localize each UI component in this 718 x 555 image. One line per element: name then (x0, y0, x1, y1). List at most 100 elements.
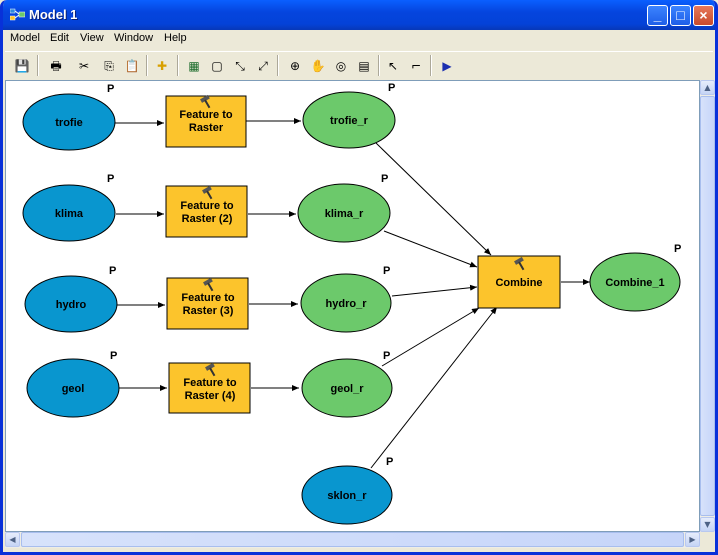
tool-feature-to-raster-2-label-2: Raster (2) (182, 213, 233, 225)
tool-feature-to-raster-label-2: Raster (189, 122, 224, 134)
parameter-marker: P (110, 350, 117, 362)
hammer-icon (200, 94, 211, 109)
tool-feature-to-raster-4-label-1: Feature to (183, 377, 236, 389)
menu-help[interactable]: Help (164, 32, 187, 44)
output-hydro-r[interactable]: hydro_r (300, 273, 392, 333)
add-data-button[interactable]: ✚ (151, 55, 173, 77)
output-combine-1[interactable]: Combine_1 (589, 252, 681, 312)
output-combine-1-label: Combine_1 (605, 277, 664, 289)
title-bar[interactable]: Model 1 _ □ × (3, 0, 715, 30)
input-klima[interactable]: klima (22, 184, 116, 242)
output-klima-r[interactable]: klima_r (297, 183, 391, 243)
print-button[interactable]: 🖶 (45, 55, 67, 77)
scroll-right-button[interactable]: ▶ (685, 532, 700, 547)
grid-button[interactable]: ▤ (353, 55, 375, 77)
paste-button[interactable]: 📋 (121, 55, 143, 77)
menu-view[interactable]: View (80, 32, 104, 44)
parameter-marker: P (383, 265, 390, 277)
scroll-down-button[interactable]: ▼ (700, 517, 715, 532)
toolbar-separator (277, 55, 279, 76)
auto-layout-button[interactable]: ▦ (183, 55, 205, 77)
output-combine-1-shape (589, 252, 681, 312)
maximize-button[interactable]: □ (670, 5, 691, 26)
zoom-in-fixed-button[interactable]: ⤡ (229, 55, 251, 77)
zoom-to-selection-button[interactable]: ◎ (330, 55, 352, 77)
tool-combine-label: Combine (495, 277, 542, 289)
tool-feature-to-raster-3[interactable]: Feature to Raster (3) (166, 277, 249, 330)
zoom-to-selection-icon: ◎ (335, 59, 347, 73)
tool-feature-to-raster-label-1: Feature to (179, 109, 232, 121)
input-hydro[interactable]: hydro (24, 275, 118, 333)
output-trofie-r-label: trofie_r (330, 115, 369, 127)
toolbar: 💾 🖶 ✂ ⎘ 📋 ✚ ▦ ▢ ⤡ ⤢ ⊕ ✋ ◎ ▤ ↖ ⌐ ▶ (5, 51, 713, 81)
tool-feature-to-raster-shape (165, 95, 247, 148)
model-canvas[interactable]: trofie klima hydro geol sklon_r Fea (5, 80, 700, 532)
input-geol[interactable]: geol (26, 358, 120, 418)
toolbar-separator (177, 55, 179, 76)
parameter-marker: P (383, 350, 390, 362)
save-button[interactable]: 💾 (11, 55, 33, 77)
arrow-up-icon: ▲ (704, 83, 711, 92)
output-trofie-r[interactable]: trofie_r (302, 91, 396, 149)
output-geol-r-shape (301, 358, 393, 418)
full-extent-button[interactable]: ▢ (206, 55, 228, 77)
tool-feature-to-raster-4[interactable]: Feature to Raster (4) (168, 362, 251, 414)
input-geol-shape (26, 358, 120, 418)
minimize-button[interactable]: _ (647, 5, 668, 26)
copy-button[interactable]: ⎘ (98, 55, 120, 77)
input-sklon-r-label: sklon_r (327, 490, 367, 502)
run-button[interactable]: ▶ (436, 55, 458, 77)
menu-window[interactable]: Window (114, 32, 154, 44)
parameter-marker: P (107, 83, 114, 95)
tool-feature-to-raster-2-shape (165, 185, 248, 238)
tool-feature-to-raster-3-shape (166, 277, 249, 330)
connectors (115, 118, 590, 469)
copy-icon: ⎘ (104, 59, 114, 73)
horizontal-scrollbar[interactable]: ◀ ▶ (5, 532, 700, 548)
tool-feature-to-raster-2[interactable]: Feature to Raster (2) (165, 185, 248, 238)
hammer-icon (514, 256, 525, 271)
tool-feature-to-raster[interactable]: Feature to Raster (165, 94, 247, 148)
model-diagram: trofie klima hydro geol sklon_r Fea (22, 82, 681, 525)
hammer-icon (202, 185, 213, 200)
minimize-icon: _ (653, 7, 662, 23)
zoom-in-fixed-icon: ⤡ (235, 59, 245, 73)
scroll-up-button[interactable]: ▲ (700, 80, 715, 95)
parameter-marker: P (386, 456, 393, 468)
output-klima-r-shape (297, 183, 391, 243)
horizontal-scroll-thumb[interactable] (21, 532, 684, 547)
toolbar-separator (378, 55, 380, 76)
cut-button[interactable]: ✂ (73, 55, 95, 77)
vertical-scroll-thumb[interactable] (700, 96, 715, 516)
select-button[interactable]: ↖ (382, 55, 404, 77)
zoom-in-button[interactable]: ⊕ (284, 55, 306, 77)
menu-edit[interactable]: Edit (50, 32, 69, 44)
auto-layout-icon: ▦ (188, 59, 200, 73)
close-icon: × (699, 7, 708, 23)
zoom-out-fixed-button[interactable]: ⤢ (252, 55, 274, 77)
output-trofie-r-shape (302, 91, 396, 149)
output-geol-r[interactable]: geol_r (301, 358, 393, 418)
save-icon: 💾 (14, 59, 30, 73)
window-title: Model 1 (29, 7, 78, 22)
input-hydro-shape (24, 275, 118, 333)
connect-button[interactable]: ⌐ (405, 55, 427, 77)
tool-feature-to-raster-2-label-1: Feature to (180, 200, 233, 212)
scroll-left-button[interactable]: ◀ (5, 532, 20, 547)
arrow-right-icon: ▶ (689, 535, 696, 544)
parameter-marker: P (109, 265, 116, 277)
arrow-down-icon: ▼ (704, 520, 711, 529)
menu-model[interactable]: Model (10, 32, 40, 44)
vertical-scrollbar[interactable]: ▲ ▼ (700, 80, 715, 532)
tool-feature-to-raster-3-label-1: Feature to (181, 292, 234, 304)
print-icon: 🖶 (50, 59, 62, 73)
tool-feature-to-raster-4-shape (168, 362, 251, 414)
input-sklon-r[interactable]: sklon_r (301, 465, 393, 525)
pan-button[interactable]: ✋ (307, 55, 329, 77)
input-sklon-r-shape (301, 465, 393, 525)
input-trofie[interactable]: trofie (22, 93, 116, 151)
tool-combine[interactable]: Combine (477, 255, 561, 309)
close-button[interactable]: × (693, 5, 714, 26)
input-geol-label: geol (62, 383, 85, 395)
grid-icon: ▤ (358, 59, 370, 73)
